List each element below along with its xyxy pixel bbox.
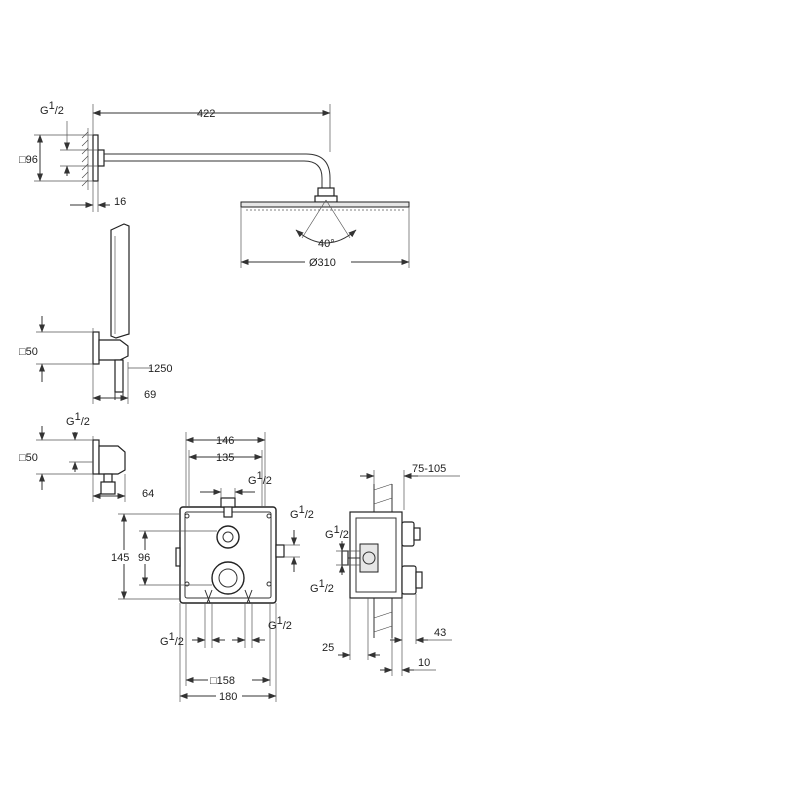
head-angle-label: 40° (318, 238, 335, 250)
outlet-depth-label: 64 (142, 488, 154, 500)
box-width-outer-label: 146 (216, 435, 234, 447)
arm-depth-label: 16 (114, 196, 126, 208)
hand-offset-label: 69 (144, 389, 156, 401)
hand-shower-view: □50 1250 69 (19, 223, 172, 404)
side-dim-25-label: 25 (322, 642, 334, 654)
wall-outlet-view: G1/2 □50 64 (19, 411, 154, 502)
head-diameter-label: Ø310 (309, 257, 336, 269)
box-plate-label: □158 (210, 675, 235, 687)
arm-thread-label: G1/2 (40, 100, 64, 117)
side-thread-lower-label: G1/2 (310, 578, 334, 595)
hand-hose-label: 1250 (148, 363, 172, 375)
shower-arm-view: 422 G1/2 □96 16 (19, 100, 410, 212)
outlet-thread-label: G1/2 (66, 411, 90, 428)
box-height-inner-label: 96 (138, 552, 150, 564)
box-height-outer-label: 145 (111, 552, 129, 564)
side-dim-43-label: 43 (434, 627, 446, 639)
box-front-view: 146 135 G1/2 145 96 G1/2 (110, 432, 314, 703)
side-dim-10-label: 10 (418, 657, 430, 669)
box-overall-label: 180 (219, 691, 237, 703)
hand-bracket-label: □50 (19, 346, 38, 358)
box-width-inner-label: 135 (216, 452, 234, 464)
arm-length-label: 422 (197, 108, 215, 120)
arm-flange-label: □96 (19, 154, 38, 166)
box-thread-bottom-right-label: G1/2 (268, 615, 292, 632)
box-thread-bottom-left-label: G1/2 (160, 631, 184, 648)
head-shower-view: 40° Ø310 (240, 199, 410, 269)
side-thread-left-label: G1/2 (325, 524, 349, 541)
box-thread-top-label: G1/2 (248, 470, 272, 487)
outlet-flange-label: □50 (19, 452, 38, 464)
box-side-view: 75-105 G1/2 G1/2 25 43 10 (310, 463, 460, 676)
side-range-label: 75-105 (412, 463, 446, 475)
box-thread-right-label: G1/2 (290, 504, 314, 521)
